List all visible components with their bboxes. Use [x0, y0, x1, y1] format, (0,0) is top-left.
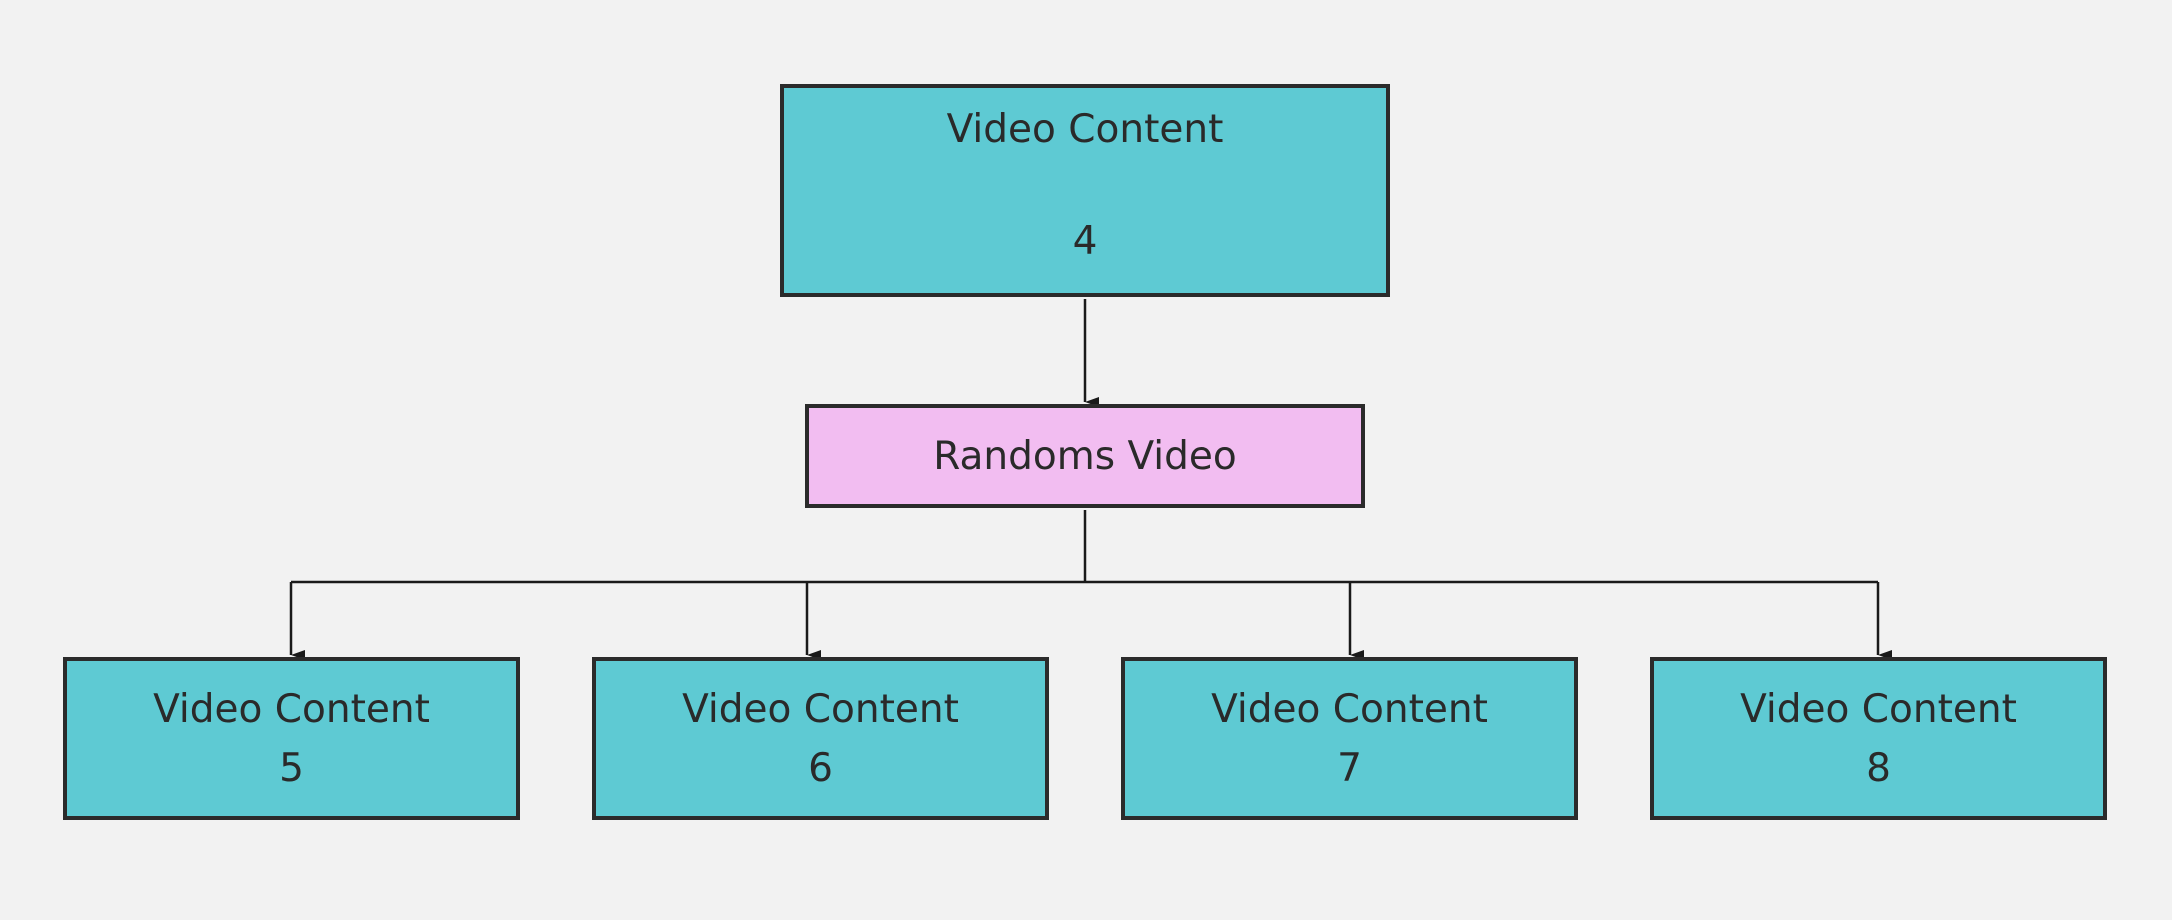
- node-number: 4: [1072, 219, 1098, 264]
- node-video-content-6[interactable]: Video Content 6: [592, 657, 1049, 820]
- node-number: 7: [1337, 745, 1362, 791]
- node-video-content-5[interactable]: Video Content 5: [63, 657, 520, 820]
- node-video-content-4[interactable]: Video Content 4: [780, 84, 1390, 297]
- node-number: 8: [1866, 745, 1891, 791]
- node-title: Video Content: [153, 686, 430, 732]
- node-title: Video Content: [1740, 686, 2017, 732]
- node-video-content-8[interactable]: Video Content 8: [1650, 657, 2107, 820]
- node-title: Video Content: [682, 686, 959, 732]
- node-number: 5: [279, 745, 304, 791]
- node-label: Randoms Video: [933, 433, 1237, 479]
- node-number: 6: [808, 745, 833, 791]
- node-randoms-video[interactable]: Randoms Video: [805, 404, 1365, 508]
- node-title: Video Content: [1211, 686, 1488, 732]
- node-video-content-7[interactable]: Video Content 7: [1121, 657, 1578, 820]
- node-title: Video Content: [946, 107, 1224, 152]
